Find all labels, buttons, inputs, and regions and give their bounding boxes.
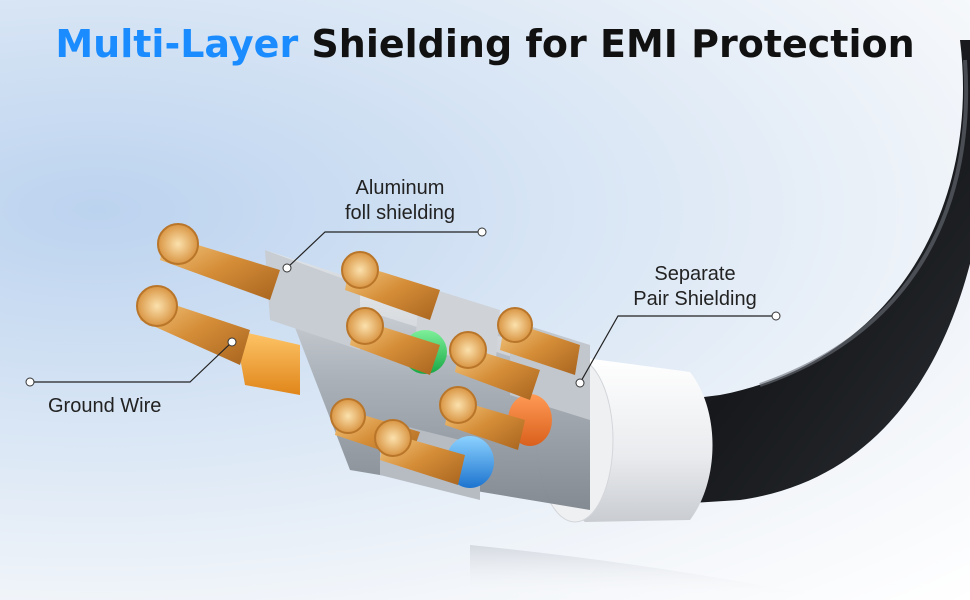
callout-ground: Ground Wire [48, 394, 178, 419]
copper-strand-5 [497, 307, 580, 375]
callout-separate-line1: Separate [654, 263, 736, 285]
title-rest: Shielding for EMI Protection [298, 22, 915, 66]
leader-separate [579, 315, 776, 384]
callout-aluminum-line1: Aluminum [355, 177, 445, 199]
leader-dot-ground-start [25, 377, 35, 387]
leader-dot-separate-start [575, 378, 585, 388]
copper-strand-7 [439, 386, 525, 450]
leader-dot-aluminum-start [282, 263, 292, 273]
banner-title: Multi-Layer Shielding for EMI Protection [0, 22, 970, 66]
cable-jacket [640, 40, 970, 505]
title-highlight: Multi-Layer [55, 22, 299, 66]
orange-insulation [235, 330, 300, 395]
leader-dot-separate-end [771, 311, 781, 321]
copper-strand-6 [449, 331, 540, 400]
leader-ground [30, 341, 233, 383]
callout-separate: Separate Pair Shielding [620, 262, 770, 312]
callout-separate-line2: Pair Shielding [633, 288, 757, 310]
copper-strand-9 [374, 419, 465, 485]
copper-strand-4 [346, 307, 440, 375]
foil-tube-pair1 [265, 250, 360, 350]
copper-strand-2 [136, 285, 250, 365]
callout-ground-label: Ground Wire [48, 395, 162, 417]
callout-aluminum-line2: foll shielding [344, 202, 456, 224]
leader-aluminum [286, 231, 482, 269]
copper-strand-1 [157, 223, 280, 300]
floor-reflection [470, 545, 840, 600]
leader-dot-aluminum-end [477, 227, 487, 237]
leader-dot-ground-end [227, 337, 237, 347]
copper-strand-3 [341, 251, 440, 320]
jacket-highlight [759, 59, 969, 387]
callout-aluminum: Aluminum foll shielding [330, 176, 470, 226]
